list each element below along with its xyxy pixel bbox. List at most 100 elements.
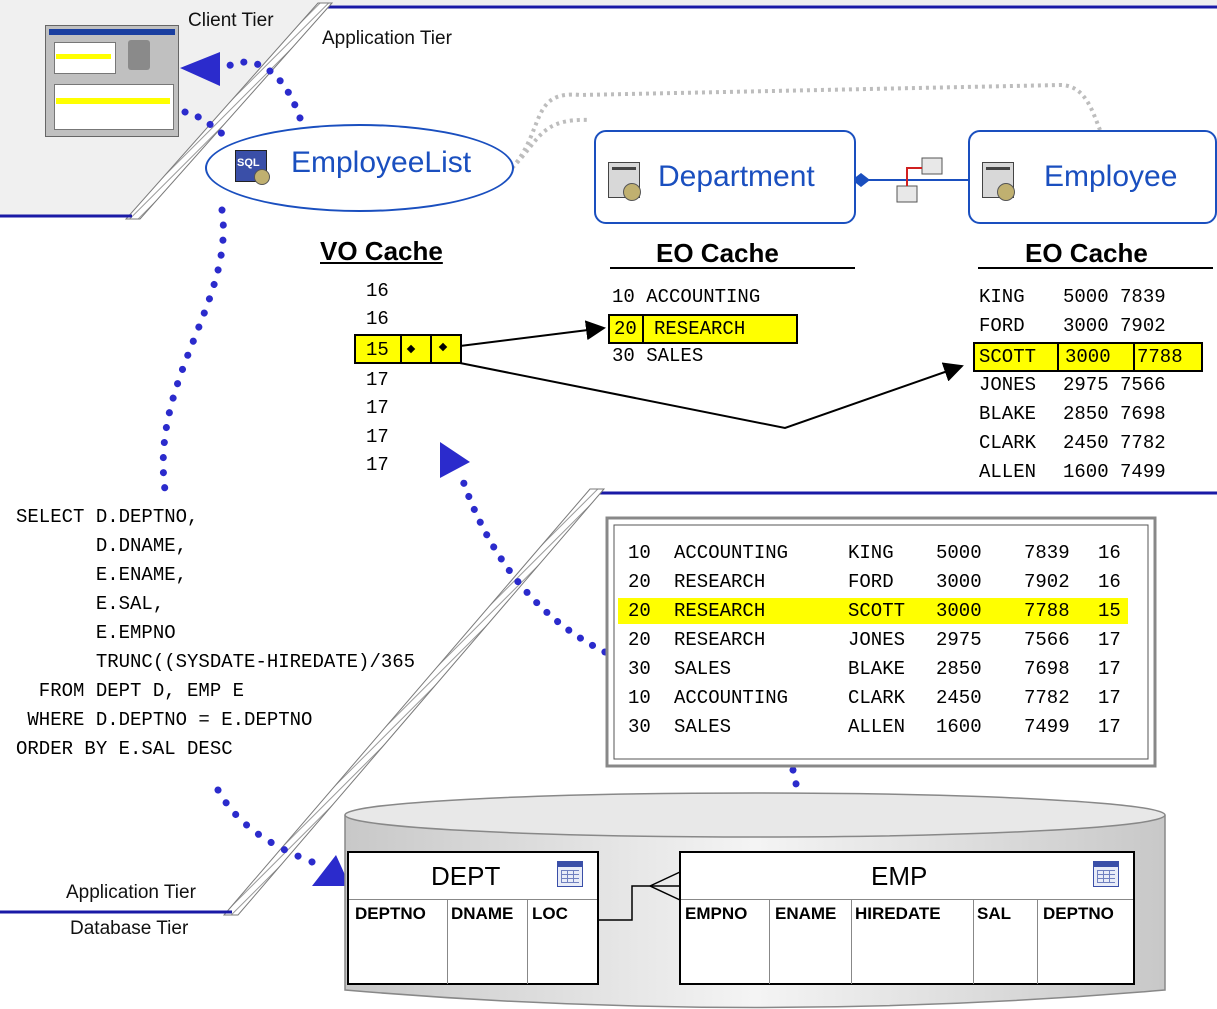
association-icon bbox=[896, 157, 943, 203]
association-diamond bbox=[852, 173, 870, 187]
result-cell-dname: RESEARCH bbox=[674, 629, 766, 651]
emp-eo-cache-title: EO Cache bbox=[1025, 238, 1148, 268]
column-header: DNAME bbox=[451, 904, 514, 923]
dept-columns: DEPTNO DNAME LOC bbox=[349, 899, 597, 984]
result-cell-deptno: 20 bbox=[628, 629, 651, 651]
pointer-to-dept bbox=[459, 320, 606, 347]
result-cell-empno: 7788 bbox=[1024, 600, 1070, 622]
result-cell-years: 15 bbox=[1098, 600, 1121, 622]
top-tier-hatch bbox=[124, 2, 334, 220]
result-cell-ename: FORD bbox=[848, 571, 894, 593]
result-cell-deptno: 30 bbox=[628, 716, 651, 738]
column-header: ENAME bbox=[775, 904, 837, 923]
dept-pointer-icon bbox=[406, 344, 416, 354]
employee-entity[interactable]: Employee bbox=[968, 130, 1217, 224]
dept-table-name: DEPT bbox=[431, 861, 501, 891]
result-cell-empno: 7902 bbox=[1024, 571, 1070, 593]
result-cell-sal: 3000 bbox=[936, 600, 982, 622]
dept-table[interactable]: DEPT DEPTNO DNAME LOC bbox=[347, 851, 599, 985]
result-cell-sal: 2850 bbox=[936, 658, 982, 680]
pointer-to-emp bbox=[454, 361, 964, 430]
result-row: 20 RESEARCH SCOTT 3000 7788 15 bbox=[618, 598, 1128, 624]
vo-cache-value: 17 bbox=[366, 426, 389, 448]
dept-cache-row: 30 SALES bbox=[612, 345, 704, 367]
result-cell-sal: 2975 bbox=[936, 629, 982, 651]
sql-line: E.SAL, bbox=[16, 593, 165, 615]
result-cell-dname: SALES bbox=[674, 716, 732, 738]
client-app-thumbnail bbox=[45, 25, 179, 137]
entity-object-icon bbox=[608, 162, 641, 201]
result-cell-deptno: 30 bbox=[628, 658, 651, 680]
sql-line: ORDER BY E.SAL DESC bbox=[16, 738, 233, 760]
employee-label: Employee bbox=[1044, 160, 1178, 193]
result-row: 30 SALES BLAKE 2850 7698 17 bbox=[618, 656, 1128, 682]
result-cell-empno: 7566 bbox=[1024, 629, 1070, 651]
application-tier-region bbox=[0, 5, 1217, 912]
result-cell-dname: SALES bbox=[674, 658, 732, 680]
result-cell-ename: BLAKE bbox=[848, 658, 906, 680]
result-cell-empno: 7839 bbox=[1024, 542, 1070, 564]
result-cell-years: 17 bbox=[1098, 658, 1121, 680]
db-tier-hatch bbox=[222, 488, 606, 916]
column-header: LOC bbox=[532, 904, 568, 923]
emp-table[interactable]: EMP EMPNO ENAME HIREDATE SAL DEPTNO bbox=[679, 851, 1135, 985]
vo-cache-value: 17 bbox=[366, 397, 389, 419]
sql-line: TRUNC((SYSDATE-HIREDATE)/365 bbox=[16, 651, 416, 673]
application-tier-label-bottom: Application Tier bbox=[66, 882, 196, 903]
result-row: 20 RESEARCH FORD 3000 7902 16 bbox=[618, 569, 1128, 595]
result-cell-deptno: 20 bbox=[628, 600, 651, 622]
vo-cache-title: VO Cache bbox=[320, 236, 443, 266]
result-cell-empno: 7698 bbox=[1024, 658, 1070, 680]
result-cell-empno: 7499 bbox=[1024, 716, 1070, 738]
result-cell-dname: RESEARCH bbox=[674, 600, 766, 622]
vo-cache-value: 17 bbox=[366, 454, 389, 476]
database-tier-label: Database Tier bbox=[70, 918, 189, 939]
dept-eo-cache-title: EO Cache bbox=[656, 238, 779, 268]
result-cell-deptno: 10 bbox=[628, 542, 651, 564]
result-cell-dname: ACCOUNTING bbox=[674, 687, 789, 709]
emp-table-name: EMP bbox=[871, 861, 928, 891]
result-cell-dname: RESEARCH bbox=[674, 571, 766, 593]
result-cell-years: 17 bbox=[1098, 687, 1121, 709]
employee-list-view-object[interactable]: SQL EmployeeList bbox=[205, 124, 514, 212]
sql-line: E.ENAME, bbox=[16, 564, 188, 586]
department-entity[interactable]: Department bbox=[594, 130, 856, 224]
result-cell-ename: SCOTT bbox=[848, 600, 906, 622]
result-cell-sal: 2450 bbox=[936, 687, 982, 709]
department-label: Department bbox=[658, 160, 815, 193]
dept-cache-row: 10 ACCOUNTING bbox=[612, 286, 761, 308]
sql-query-icon: SQL bbox=[235, 150, 270, 185]
result-cell-ename: JONES bbox=[848, 629, 906, 651]
result-cell-deptno: 20 bbox=[628, 571, 651, 593]
result-cell-deptno: 10 bbox=[628, 687, 651, 709]
table-icon bbox=[1093, 861, 1119, 887]
column-header: DEPTNO bbox=[1043, 904, 1114, 923]
emp-pointer-icon bbox=[438, 342, 448, 352]
result-cell-sal: 1600 bbox=[936, 716, 982, 738]
result-cell-dname: ACCOUNTING bbox=[674, 542, 789, 564]
result-cell-sal: 5000 bbox=[936, 542, 982, 564]
column-header: DEPTNO bbox=[355, 904, 426, 923]
result-cell-ename: CLARK bbox=[848, 687, 906, 709]
result-cell-ename: ALLEN bbox=[848, 716, 906, 738]
sql-icon-text: SQL bbox=[237, 157, 260, 169]
sql-line: D.DNAME, bbox=[16, 535, 188, 557]
column-header: HIREDATE bbox=[855, 904, 941, 923]
vo-cache-value: 16 bbox=[366, 308, 389, 330]
result-cell-empno: 7782 bbox=[1024, 687, 1070, 709]
entity-object-icon bbox=[982, 162, 1015, 201]
result-row: 10 ACCOUNTING CLARK 2450 7782 17 bbox=[618, 685, 1128, 711]
result-cell-years: 16 bbox=[1098, 571, 1121, 593]
employee-list-label: EmployeeList bbox=[291, 146, 472, 179]
result-cell-sal: 3000 bbox=[936, 571, 982, 593]
vo-link-outer bbox=[510, 82, 1102, 170]
